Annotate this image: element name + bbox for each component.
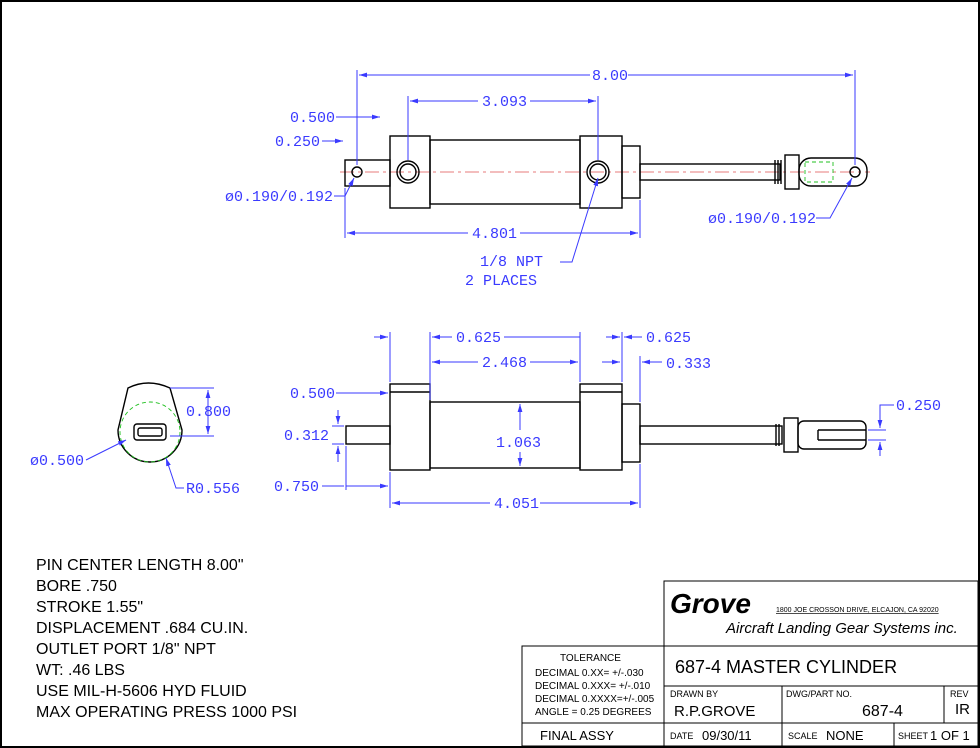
dim-bore-dia: 1.063 — [496, 435, 541, 452]
dim-top-offset: 0.500 — [290, 386, 335, 403]
tolerance-line: DECIMAL 0.XXX= +/-.010 — [535, 681, 651, 692]
side-jam-nut — [783, 417, 799, 453]
rev-value: IR — [955, 701, 970, 718]
dim-overall-length: 8.00 — [592, 68, 628, 85]
dwg-label: DWG/PART NO. — [786, 689, 852, 699]
note-line: USE MIL-H-5606 HYD FLUID — [36, 683, 247, 700]
top-rod — [639, 163, 781, 181]
side-right-flange — [579, 383, 623, 471]
end-view-body — [117, 382, 183, 463]
end-view: 0.800 ø0.500 R0.556 — [30, 382, 240, 498]
top-rod-end-hidden — [804, 161, 834, 183]
tolerance-line: DECIMAL 0.XX= +/-.030 — [535, 668, 644, 679]
tolerance-header: TOLERANCE — [560, 653, 621, 664]
dim-end-height: 0.800 — [186, 404, 231, 421]
end-view-hidden-circle — [119, 401, 181, 463]
dim-pin-dia-right: ø0.190/0.192 — [708, 211, 816, 228]
top-left-port-inner — [399, 163, 417, 181]
date-value: 09/30/11 — [702, 728, 752, 743]
side-view: 0.625 0.625 2.468 0.333 0.500 0.312 1.06… — [274, 330, 941, 513]
top-view: 8.00 3.093 0.500 0.250 ø0.190/0.192 4.80… — [225, 68, 870, 290]
side-rod — [639, 425, 783, 445]
drawing-title: 687-4 MASTER CYLINDER — [675, 657, 897, 677]
note-line: STROKE 1.55" — [36, 599, 143, 616]
side-left-flange — [389, 383, 431, 471]
dim-boss-dia: ø0.500 — [30, 453, 84, 470]
dim-radius: R0.556 — [186, 481, 240, 498]
top-left-port — [396, 160, 420, 184]
dim-bottom-offset: 0.750 — [274, 479, 319, 496]
dim-barrel-length: 2.468 — [482, 355, 527, 372]
note-line: PIN CENTER LENGTH 8.00" — [36, 557, 244, 574]
note-line: DISPLACEMENT .684 CU.IN. — [36, 620, 248, 637]
end-view-port-inner — [137, 427, 163, 437]
note-line: WT: .46 LBS — [36, 662, 125, 679]
drawn-by: R.P.GROVE — [674, 703, 755, 720]
note-line: BORE .750 — [36, 578, 117, 595]
dim-right-flange: 0.625 — [646, 330, 691, 347]
sheet-value: 1 OF 1 — [930, 728, 970, 743]
dim-overall-body: 4.051 — [494, 496, 539, 513]
dim-body-length: 4.801 — [472, 226, 517, 243]
side-clevis — [797, 420, 867, 450]
dwg-number: 687-4 — [862, 703, 903, 720]
note-npt: 1/8 NPT — [480, 254, 543, 271]
dim-pin-dia-left: ø0.190/0.192 — [225, 189, 333, 206]
tolerance-line: ANGLE = 0.25 DEGREES — [535, 707, 652, 718]
top-left-pin-hole — [351, 166, 363, 178]
company-address: 1800 JOE CROSSON DRIVE, ELCAJON, CA 9202… — [776, 607, 939, 614]
scale-value: NONE — [826, 728, 864, 743]
date-label: DATE — [670, 731, 693, 741]
side-thread — [775, 424, 780, 446]
note-line: MAX OPERATING PRESS 1000 PSI — [36, 704, 297, 721]
end-view-port — [133, 423, 167, 441]
dim-rod-dia: 0.312 — [284, 428, 329, 445]
company-logo: Grove — [670, 588, 751, 619]
top-thread — [774, 160, 782, 184]
top-right-port — [586, 160, 610, 184]
side-left-pin — [345, 425, 391, 445]
dim-offset-a: 0.500 — [290, 110, 335, 127]
dim-port-spacing: 3.093 — [482, 94, 527, 111]
top-right-port-inner — [589, 163, 607, 181]
company-subtitle: Aircraft Landing Gear Systems inc. — [725, 620, 958, 637]
final-assy: FINAL ASSY — [540, 728, 614, 743]
scale-label: SCALE — [788, 731, 818, 741]
dim-clevis-slot: 0.250 — [896, 398, 941, 415]
note-line: OUTLET PORT 1/8" NPT — [36, 641, 216, 658]
drawn-by-label: DRAWN BY — [670, 689, 718, 699]
sheet-label: SHEET — [898, 731, 929, 741]
dim-right-gap: 0.333 — [666, 356, 711, 373]
title-block-text: Grove 1800 JOE CROSSON DRIVE, ELCAJON, C… — [535, 588, 970, 743]
dim-offset-b: 0.250 — [275, 134, 320, 151]
note-places: 2 PLACES — [465, 273, 537, 290]
rev-label: REV — [950, 689, 969, 699]
top-right-pin-hole — [849, 166, 861, 178]
top-rod-end — [798, 157, 868, 187]
title-block — [521, 580, 979, 747]
general-notes: PIN CENTER LENGTH 8.00" BORE .750 STROKE… — [36, 557, 297, 721]
tolerance-line: DECIMAL 0.XXXX=+/-.005 — [535, 694, 655, 705]
dim-left-flange: 0.625 — [456, 330, 501, 347]
side-gland — [621, 403, 641, 463]
